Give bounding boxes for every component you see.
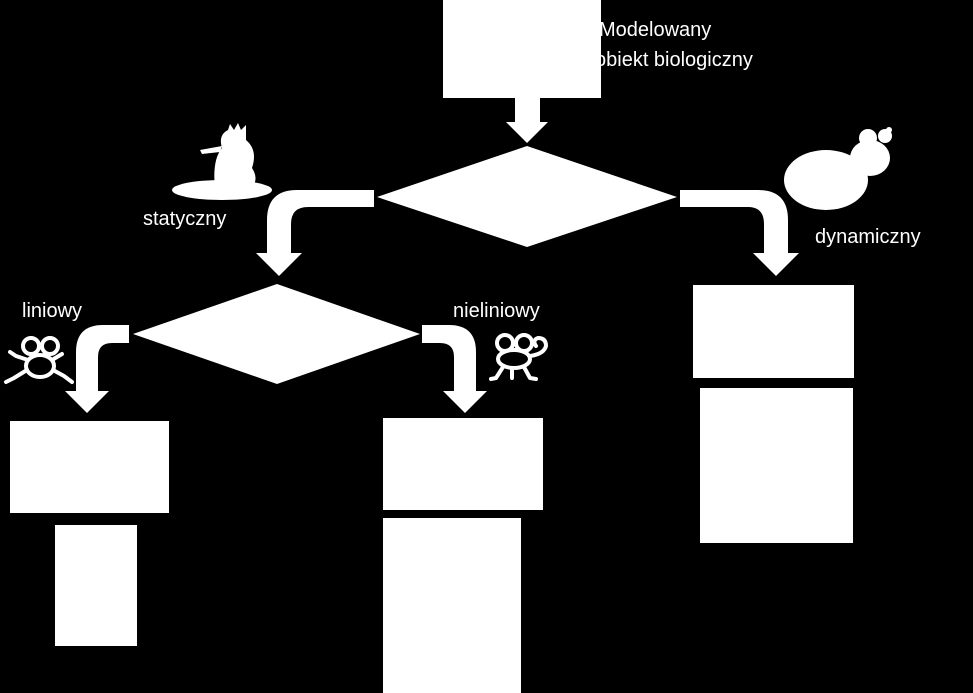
box-linear-top xyxy=(10,421,169,513)
decision-diamond-static xyxy=(133,284,420,384)
box-dynamic-bottom xyxy=(700,388,853,543)
box-nonlinear-bottom xyxy=(383,518,521,693)
curly-tail-frog-icon xyxy=(489,333,548,381)
arrow-linear xyxy=(65,325,129,413)
title-line-2: obiekt biologiczny xyxy=(595,49,753,71)
frog-prince-on-lily-pad-icon xyxy=(172,123,272,200)
label-linear: liniowy xyxy=(22,300,83,322)
top-box xyxy=(443,0,601,98)
down-arrow-top xyxy=(506,98,548,143)
arrow-nonlinear xyxy=(422,325,487,413)
frog-silhouette-icon xyxy=(784,127,892,210)
label-dynamic: dynamiczny xyxy=(815,226,921,248)
arrow-static xyxy=(256,190,374,276)
decision-diamond-main xyxy=(377,146,677,247)
label-static: statyczny xyxy=(143,208,227,230)
label-nonlinear: nieliniowy xyxy=(453,300,540,322)
box-linear-bottom xyxy=(55,525,137,646)
title-line-1: Modelowany xyxy=(599,19,712,41)
box-dynamic-top xyxy=(693,285,854,378)
box-nonlinear-top xyxy=(383,418,543,510)
frog-outline-icon xyxy=(4,336,74,384)
arrow-dynamic xyxy=(680,190,799,276)
